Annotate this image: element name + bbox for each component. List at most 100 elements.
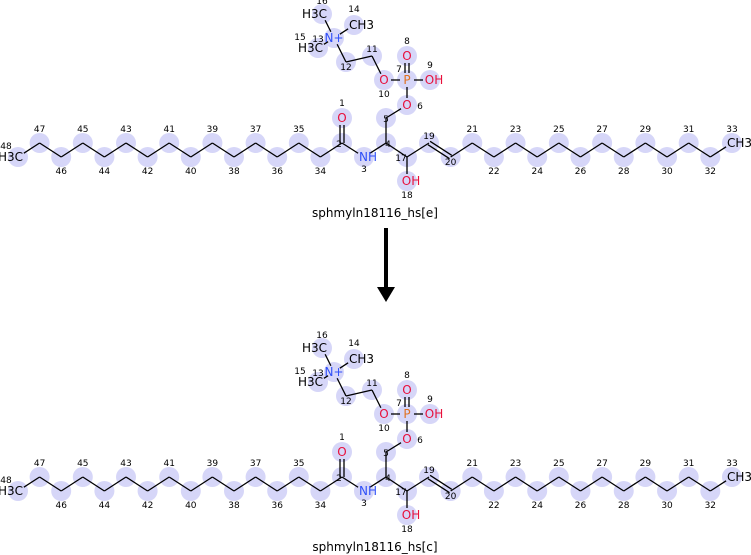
atom-number: 35 — [293, 125, 304, 135]
single-bond — [147, 142, 170, 158]
single-bond — [623, 476, 646, 492]
atom-highlight — [344, 349, 364, 369]
atom-number: 32 — [705, 501, 716, 511]
atom-symbol: N+ — [324, 31, 343, 45]
single-bond — [276, 142, 300, 158]
single-bond — [298, 476, 321, 492]
atom-number: 20 — [445, 158, 457, 168]
atom-number: 27 — [596, 125, 607, 135]
single-bond — [645, 476, 668, 492]
single-bond — [339, 28, 349, 35]
atom-number: 32 — [705, 167, 716, 177]
single-bond — [406, 476, 430, 492]
atom-number: 1 — [339, 99, 345, 109]
atom-highlight — [324, 28, 344, 48]
single-bond — [320, 476, 343, 492]
atom-symbol: OH — [425, 407, 443, 421]
single-bond — [385, 442, 402, 453]
atom-highlight — [397, 429, 417, 449]
atom-highlight — [332, 108, 352, 128]
single-bond — [190, 142, 213, 158]
atom-number: 20 — [445, 492, 457, 502]
atom-number: 25 — [553, 125, 564, 135]
atom-number: 36 — [271, 167, 283, 177]
single-bond — [255, 142, 278, 158]
atom-number: 29 — [640, 125, 652, 135]
atom-number: 25 — [553, 459, 564, 469]
atom-number: 41 — [163, 459, 174, 469]
atom-number: 26 — [575, 167, 587, 177]
single-bond — [324, 353, 332, 367]
atom-number: 40 — [185, 167, 197, 177]
atom-symbol: CH3 — [727, 470, 751, 484]
single-bond — [212, 476, 235, 492]
atom-number: 38 — [228, 167, 240, 177]
atom-symbol: OH — [425, 73, 443, 87]
atom-number: 46 — [55, 167, 67, 177]
atom-number: 3 — [361, 499, 367, 509]
single-bond — [168, 476, 192, 492]
atom-number: 16 — [316, 331, 328, 341]
single-bond — [339, 362, 349, 369]
atom-symbol: H3C — [298, 41, 323, 55]
single-bond — [601, 142, 625, 158]
atom-number: 13 — [312, 35, 323, 45]
atom-highlight — [397, 505, 417, 525]
double-bond — [404, 63, 410, 73]
single-bond — [341, 476, 359, 488]
atom-number: 30 — [661, 501, 673, 511]
single-bond — [580, 142, 603, 158]
single-bond — [536, 142, 560, 158]
atom-number: 28 — [618, 167, 630, 177]
single-bond — [471, 142, 495, 158]
single-bond — [255, 476, 278, 492]
atom-number: 15 — [294, 367, 305, 377]
atom-number: 10 — [378, 90, 390, 100]
single-bond — [323, 41, 329, 45]
reaction-arrow — [377, 228, 395, 302]
atom-number: 18 — [401, 525, 413, 535]
single-bond — [23, 476, 40, 488]
atom-number: 12 — [340, 63, 351, 73]
double-bond — [339, 125, 345, 143]
atom-symbol: O — [379, 407, 388, 421]
atom-number: 24 — [531, 167, 543, 177]
single-bond — [104, 476, 127, 492]
atom-number: 37 — [250, 125, 261, 135]
atom-symbol: H3C — [302, 341, 327, 355]
molecule-name-product: sphmyln18116_hs[c] — [312, 540, 437, 554]
double-bond — [339, 459, 345, 477]
single-bond — [385, 108, 402, 119]
atom-number: 4 — [385, 140, 391, 150]
single-bond — [233, 142, 256, 158]
single-bond — [406, 142, 430, 158]
single-bond — [371, 389, 382, 409]
atom-symbol: CH3 — [349, 18, 374, 32]
atom-number: 35 — [293, 459, 304, 469]
atom-highlight — [397, 171, 417, 191]
atom-number: 33 — [726, 459, 737, 469]
double-bond — [427, 474, 453, 494]
atom-number: 44 — [99, 167, 111, 177]
atom-number: 44 — [99, 501, 111, 511]
single-bond — [688, 142, 711, 158]
atom-symbol: O — [337, 111, 346, 125]
atom-number: 6 — [417, 436, 423, 446]
atom-number: 16 — [316, 0, 328, 7]
atom-highlight — [397, 70, 417, 90]
atom-number: 6 — [417, 102, 423, 112]
single-bond — [515, 142, 538, 158]
atom-symbol: O — [379, 73, 388, 87]
single-bond — [82, 476, 105, 492]
single-bond — [23, 142, 40, 154]
single-bond — [645, 142, 668, 158]
atom-number: 47 — [34, 459, 45, 469]
atom-number: 3 — [361, 165, 367, 175]
single-bond — [558, 142, 581, 158]
atom-highlight — [312, 338, 332, 358]
single-bond — [320, 142, 343, 158]
single-bond — [450, 476, 473, 492]
single-bond — [212, 142, 235, 158]
atom-number: 9 — [427, 395, 433, 405]
